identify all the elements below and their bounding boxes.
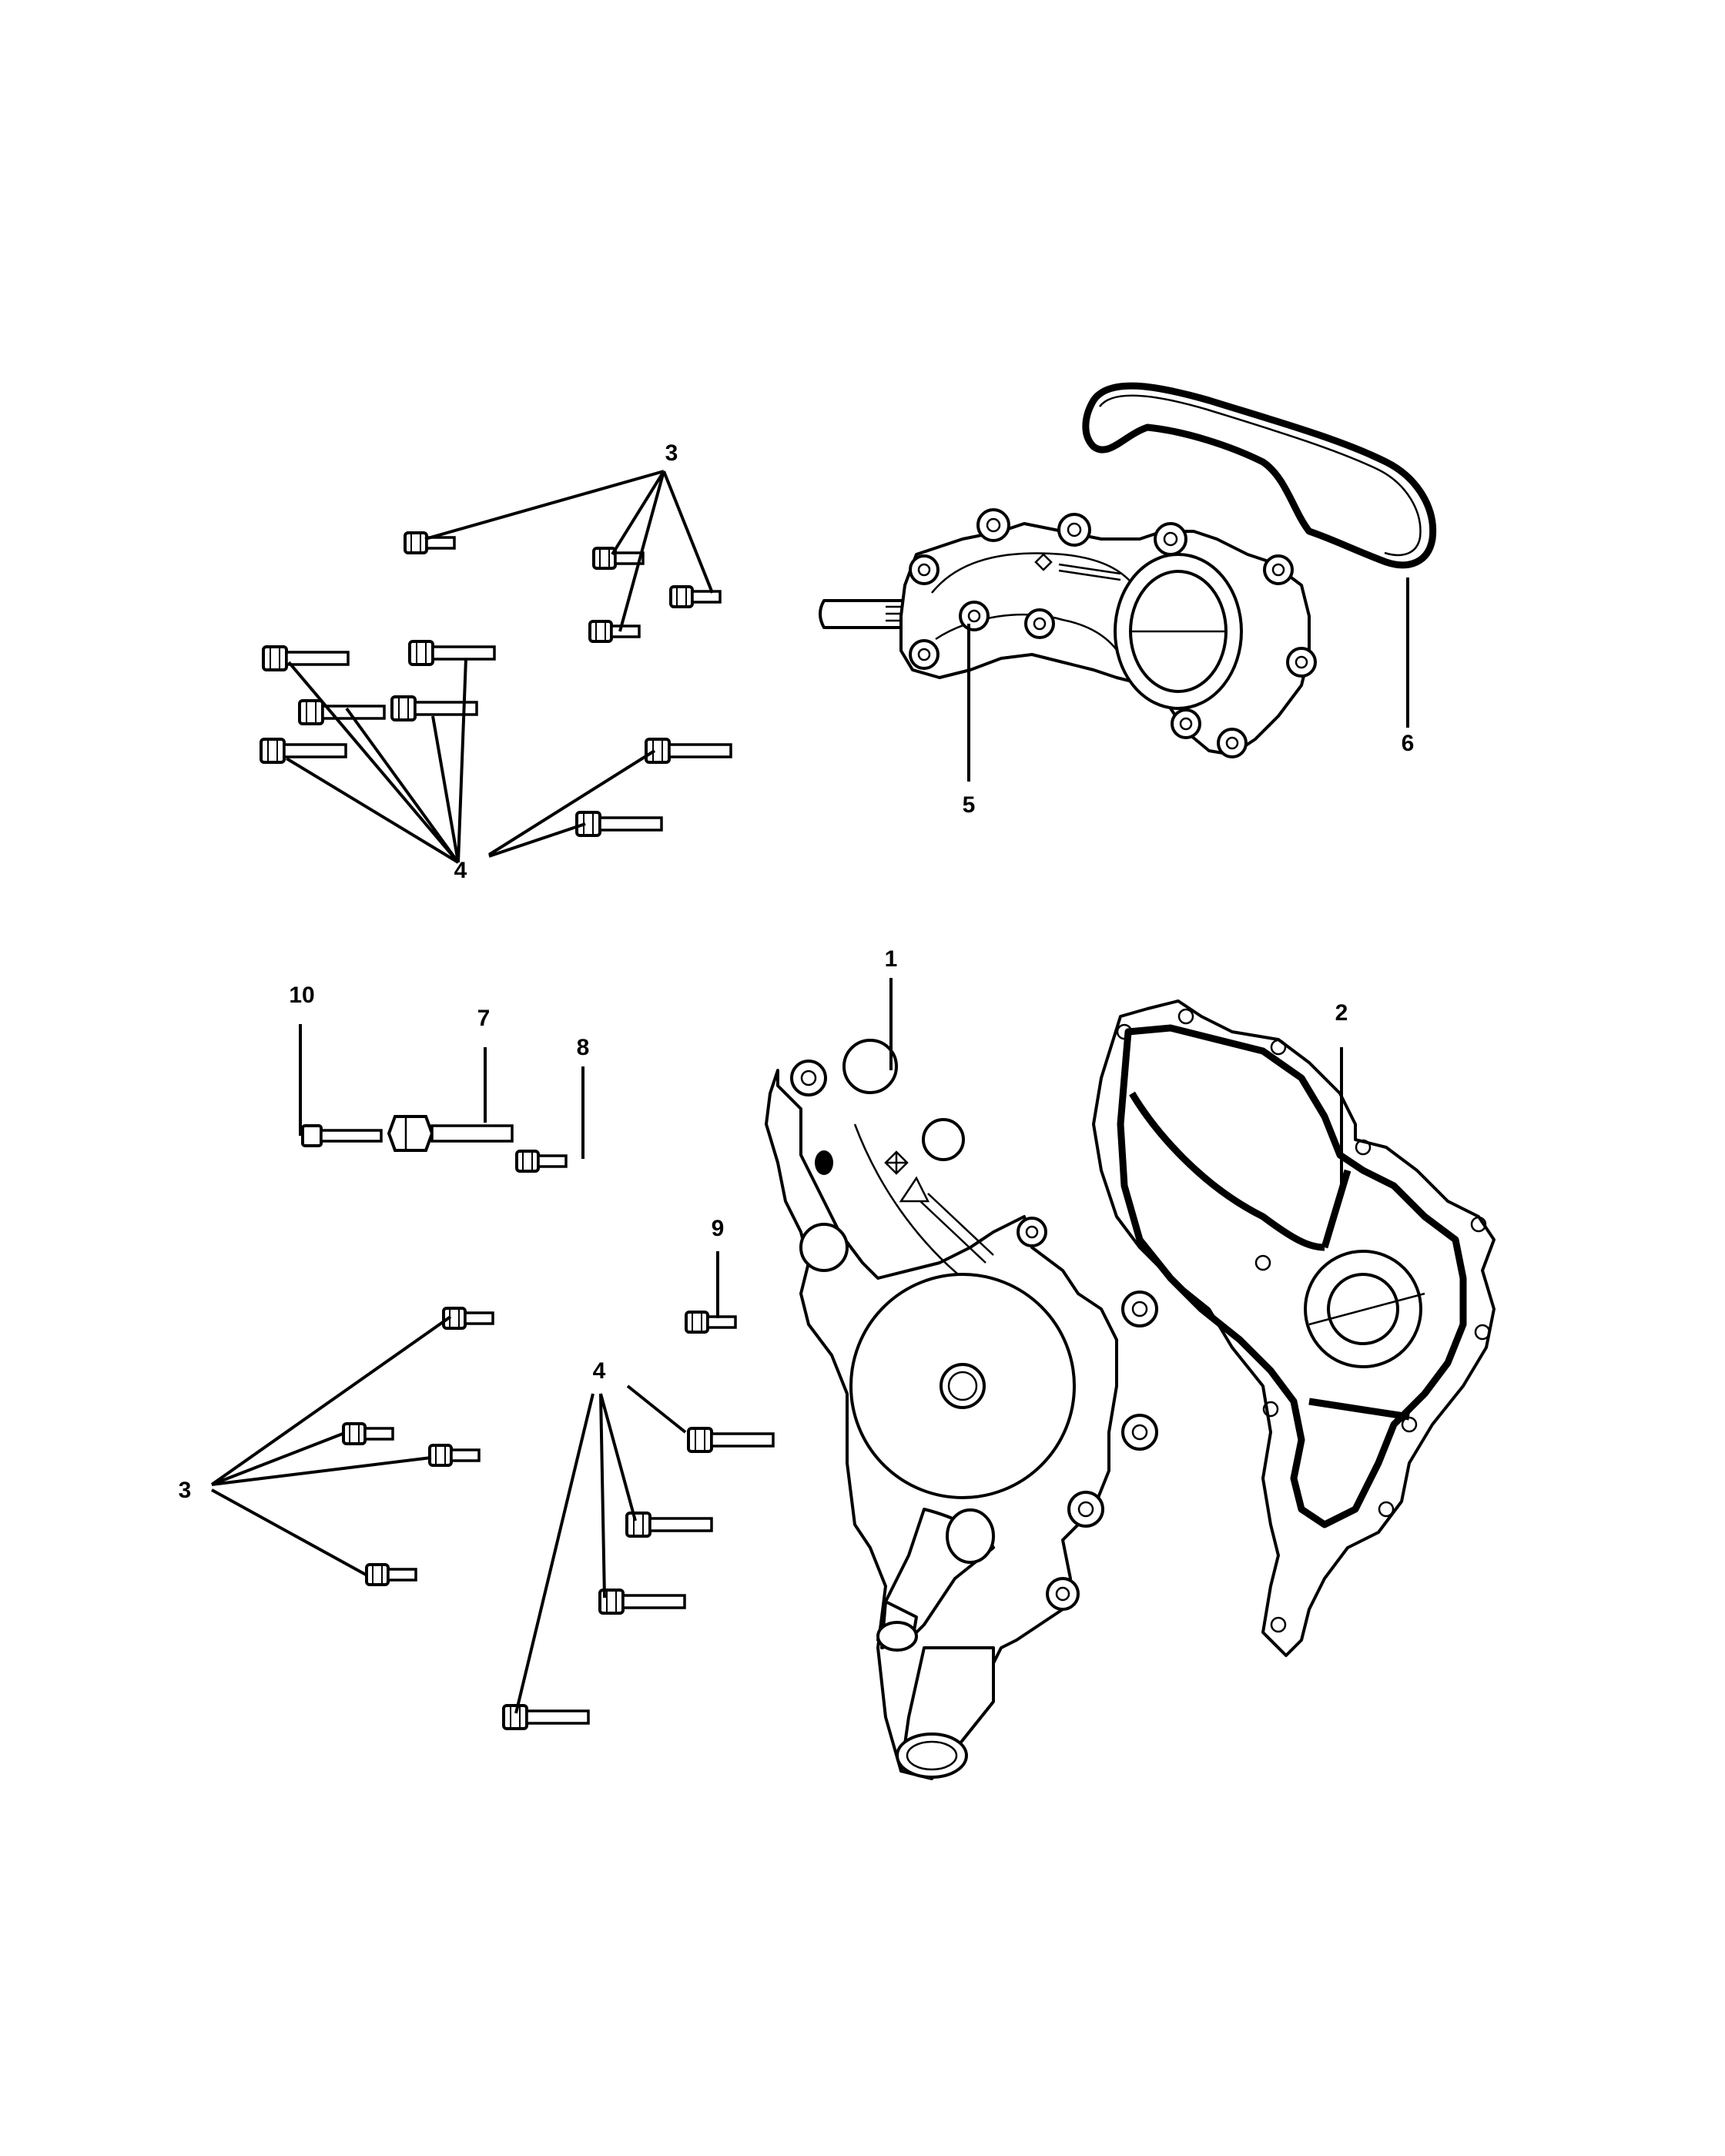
bolt-item-3 — [365, 1563, 417, 1586]
bolt-item-4 — [298, 699, 386, 725]
callout-1: 1 — [885, 946, 898, 972]
callout-3-top: 3 — [665, 440, 678, 466]
bolt-item-4 — [687, 1427, 775, 1453]
callout-10: 10 — [289, 983, 314, 1008]
callout-3-bottom: 3 — [179, 1478, 192, 1503]
bolt-item-7 — [387, 1115, 514, 1152]
bolt-item-8 — [515, 1150, 568, 1173]
callout-5: 5 — [963, 792, 976, 818]
water-pump — [765, 1039, 1158, 1780]
bolt-item-3 — [592, 547, 645, 570]
bolt-item-4 — [598, 1589, 686, 1615]
callout-2: 2 — [1335, 1000, 1348, 1026]
callout-4-bottom: 4 — [593, 1358, 606, 1384]
bolt-item-4 — [575, 811, 663, 837]
callout-9: 9 — [712, 1216, 725, 1241]
thermostat-housing-seal — [1082, 382, 1437, 569]
callout-7: 7 — [477, 1006, 491, 1031]
callout-4-top: 4 — [454, 858, 467, 883]
callout-8: 8 — [577, 1035, 590, 1060]
bolt-item-4 — [408, 640, 496, 666]
bolt-item-10 — [301, 1124, 383, 1147]
bolt-item-3 — [342, 1422, 394, 1445]
bolt-item-4 — [260, 738, 347, 764]
bolt-item-3 — [428, 1444, 481, 1467]
leader-lines — [210, 470, 1409, 1714]
bolt-item-3 — [404, 531, 456, 554]
thermostat-housing — [819, 508, 1317, 758]
callout-6: 6 — [1402, 731, 1415, 756]
bolt-item-4 — [625, 1512, 713, 1538]
bolt-item-4 — [262, 645, 350, 671]
bolt-item-9 — [685, 1311, 737, 1334]
water-pump-gasket — [1092, 999, 1496, 1657]
bolt-item-3 — [588, 620, 641, 643]
bolt-item-4 — [645, 738, 732, 764]
